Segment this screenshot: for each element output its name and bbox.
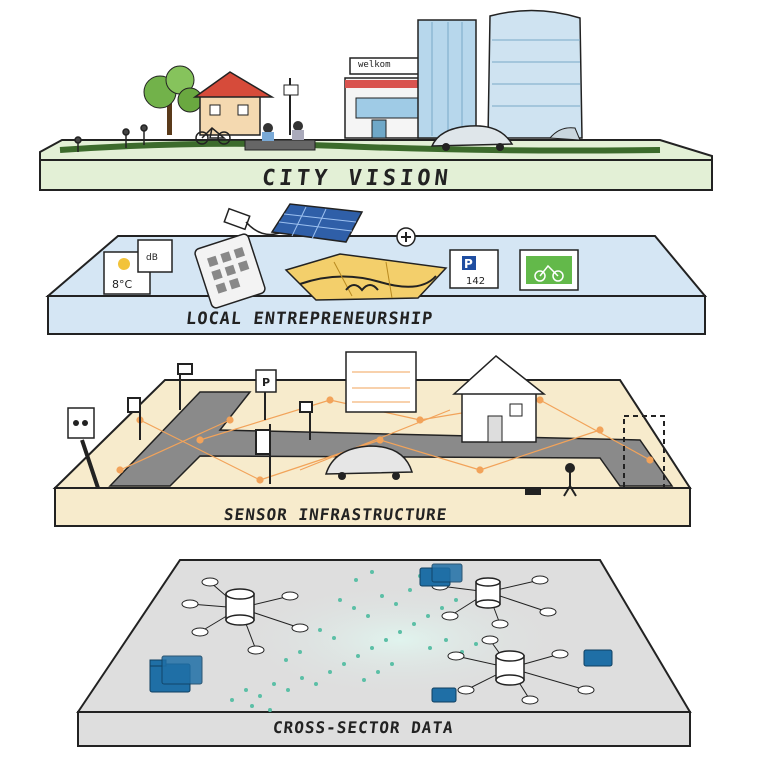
layer-label-local-entrepreneurship: LOCAL ENTREPRENEURSHIP bbox=[184, 309, 435, 329]
house-icon bbox=[192, 71, 275, 136]
data-building-icon bbox=[345, 351, 417, 413]
person-icon bbox=[525, 463, 577, 497]
folder-icon bbox=[419, 563, 463, 587]
city-vision-layer bbox=[39, 9, 713, 191]
svg-text:8°C: 8°C bbox=[112, 278, 132, 291]
tree-icon bbox=[143, 65, 203, 135]
bike-share-icon bbox=[519, 249, 579, 291]
skyscraper-icon bbox=[417, 9, 583, 139]
street-lamp-icon bbox=[127, 363, 313, 484]
plus-icon bbox=[396, 227, 416, 247]
svg-text:dB: dB bbox=[146, 253, 158, 263]
database-icon bbox=[431, 575, 557, 629]
car-icon bbox=[324, 445, 414, 480]
bench-icon bbox=[244, 121, 316, 151]
svg-text:P: P bbox=[262, 376, 270, 389]
database-icon bbox=[181, 577, 309, 655]
traffic-light-icon bbox=[67, 407, 100, 489]
folder-icon bbox=[583, 649, 613, 667]
local-entrepreneurship-layer: 8°C dB P 142 bbox=[45, 203, 708, 335]
data-stream bbox=[230, 570, 478, 712]
parking-sign-letter: P bbox=[464, 257, 473, 271]
parking-sign-icon: P 142 bbox=[449, 249, 499, 289]
solar-panel-icon bbox=[270, 203, 364, 243]
zone-outline bbox=[623, 415, 665, 489]
layer-label-cross-sector-data: CROSS-SECTOR DATA bbox=[272, 718, 455, 737]
parking-sign-number: 142 bbox=[466, 276, 485, 287]
layer-label-city-vision: CITY VISION bbox=[260, 166, 454, 191]
house-icon bbox=[452, 355, 547, 443]
layer-label-sensor-infrastructure: SENSOR INFRASTRUCTURE bbox=[223, 505, 449, 524]
weather-sensor-icon: 8°C dB bbox=[103, 239, 173, 295]
welcome-sign-text: welkom bbox=[358, 60, 391, 70]
street-lamp-icon bbox=[283, 78, 299, 135]
map-icon bbox=[284, 253, 448, 301]
database-icon bbox=[447, 635, 595, 705]
sensor-infrastructure-layer: P bbox=[52, 351, 692, 527]
smartphone-icon bbox=[194, 233, 266, 309]
cross-sector-data-layer bbox=[76, 559, 692, 747]
folder-icon bbox=[149, 655, 203, 693]
people-icon bbox=[74, 124, 148, 152]
parking-meter-icon: P bbox=[255, 369, 277, 420]
bicycle-icon bbox=[195, 126, 231, 145]
car-icon bbox=[430, 125, 581, 151]
folder-icon bbox=[431, 687, 457, 703]
